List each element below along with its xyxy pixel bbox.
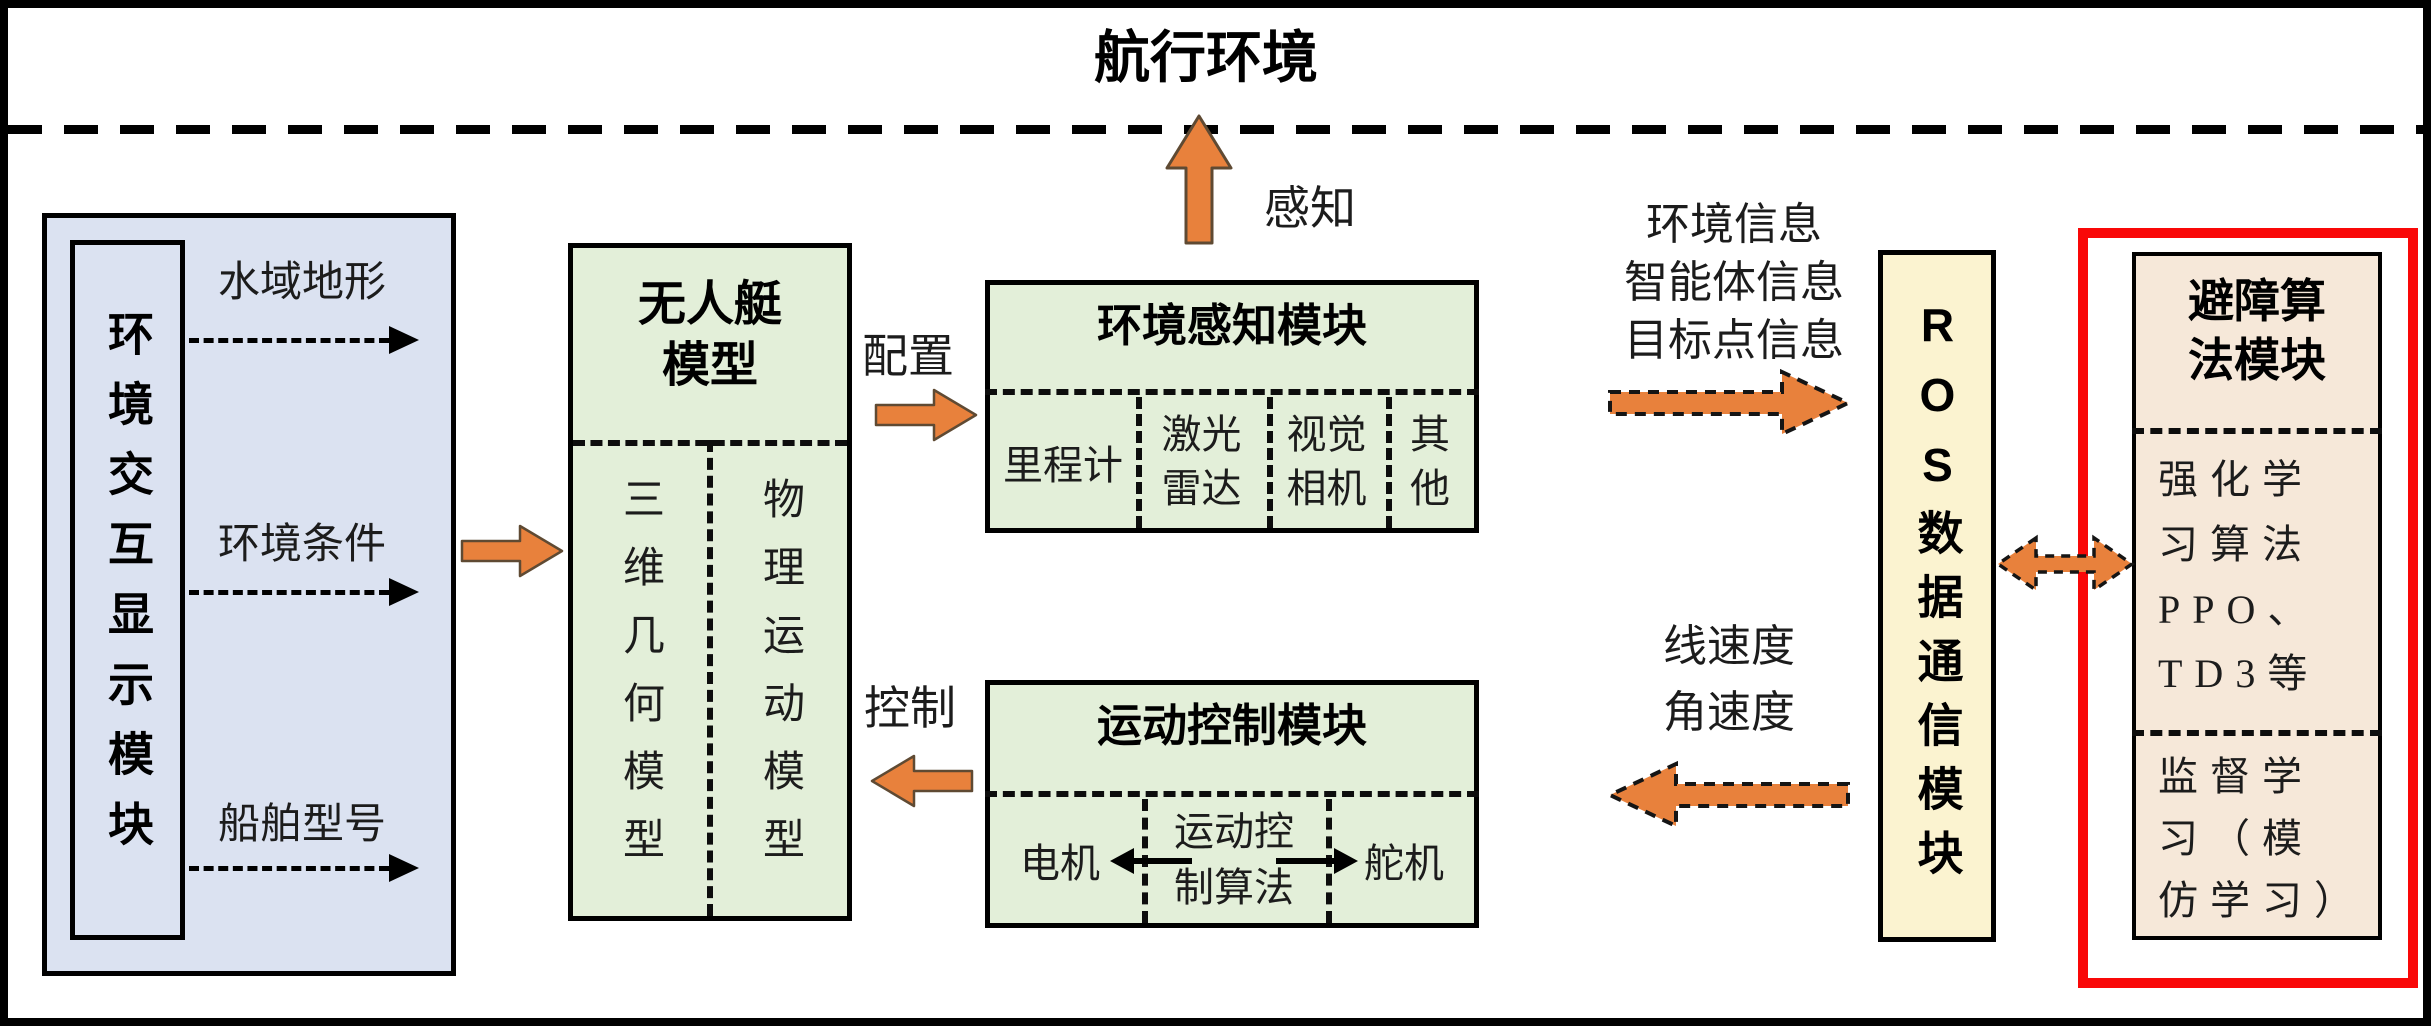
environment-conditions-arrowhead-icon (389, 578, 419, 606)
navigation-environment-title: 航行环境 (1094, 26, 1318, 89)
usv-model-column-divider (707, 440, 713, 916)
avoidance-divider-1 (2132, 428, 2382, 434)
environment-display-module-inner-box: 环境交互显示模块 (70, 240, 185, 940)
reinforcement-learning-label: 强化学 习算法 PPO、 TD3等 (2158, 457, 2320, 697)
to-ros-flow-label: 环境信息 智能体信息 目标点信息 (1624, 200, 1844, 366)
perception-module-divider (985, 389, 1479, 395)
supervised-learning-label: 监督学 习（模 仿学习） (2158, 754, 2366, 923)
from-ros-flow-label: 线速度 角速度 (1663, 622, 1795, 737)
water-terrain-dashed-line (189, 338, 389, 343)
physics-model-label: 物理运动模型 (756, 477, 803, 885)
ship-model-label: 船舶型号 (217, 802, 386, 848)
environment-conditions-label: 环境条件 (217, 522, 386, 568)
avoidance-module-title: 避障算 法模块 (2188, 275, 2326, 386)
motor-cell: 电机 (1020, 841, 1100, 886)
control-arrow-icon (870, 754, 974, 808)
ros-module-title: ROS数据通信模块 (1911, 299, 1964, 893)
motion-module-box: 运动控制模块 电机 运动控 制算法 舵机 (985, 680, 1479, 928)
environment-separator-dashed-line (8, 125, 2423, 134)
motion-module-divider (985, 791, 1479, 797)
servo-cell: 舵机 (1364, 841, 1444, 886)
usv-model-box: 无人艇 模型 三维几何模型 物理运动模型 (568, 243, 852, 921)
perception-to-ros-dashed-arrow-icon (1608, 368, 1853, 438)
ros-to-motion-dashed-arrow-icon (1605, 760, 1850, 830)
perception-module-box: 环境感知模块 里程计 激光 雷达 视觉 相机 其 他 (985, 280, 1479, 533)
water-terrain-arrowhead-icon (389, 326, 419, 354)
perceive-up-arrow-icon (1165, 114, 1233, 245)
environment-display-module-title: 环境交互显示模块 (101, 310, 154, 870)
perception-module-title: 环境感知模块 (1096, 300, 1367, 351)
avoidance-divider-2 (2132, 730, 2382, 736)
geometry-model-column: 三维几何模型 (573, 456, 707, 906)
camera-cell: 视觉 相机 (1286, 411, 1367, 511)
algorithm-to-motor-arrow-icon (1110, 848, 1192, 874)
lidar-cell: 激光 雷达 (1161, 411, 1242, 511)
perception-cell-divider-3 (1386, 397, 1392, 528)
display-to-usv-arrow-icon (460, 524, 564, 578)
avoidance-module-box: 避障算 法模块 强化学 习算法 PPO、 TD3等 监督学 习（模 仿学习） (2132, 252, 2382, 940)
config-arrow-icon (874, 388, 978, 442)
usv-model-title: 无人艇 模型 (637, 278, 782, 393)
geometry-model-label: 三维几何模型 (616, 477, 663, 885)
water-terrain-label: 水域地形 (217, 260, 386, 306)
motion-algorithm-cell: 运动控 制算法 (1174, 809, 1294, 910)
environment-display-module-box: 环境交互显示模块 水域地形 环境条件 船舶型号 (42, 213, 456, 976)
motion-module-title: 运动控制模块 (1096, 700, 1367, 751)
algorithm-to-servo-arrow-icon (1276, 848, 1358, 874)
other-sensor-cell: 其 他 (1410, 411, 1450, 511)
ship-model-dashed-line (189, 866, 389, 871)
avoidance-module-highlight-box (2078, 228, 2418, 988)
ship-model-arrowhead-icon (389, 854, 419, 882)
perception-cell-divider-2 (1267, 397, 1273, 528)
ros-avoidance-double-arrow-icon (1994, 534, 2136, 594)
odometer-cell: 里程计 (1003, 442, 1123, 488)
environment-conditions-dashed-line (189, 590, 389, 595)
perceive-label: 感知 (1264, 183, 1356, 234)
ros-module-box: ROS数据通信模块 (1878, 250, 1996, 942)
perception-cell-divider-1 (1136, 397, 1142, 528)
control-label: 控制 (864, 683, 956, 734)
physics-model-column: 物理运动模型 (713, 456, 847, 906)
config-label: 配置 (862, 331, 954, 382)
